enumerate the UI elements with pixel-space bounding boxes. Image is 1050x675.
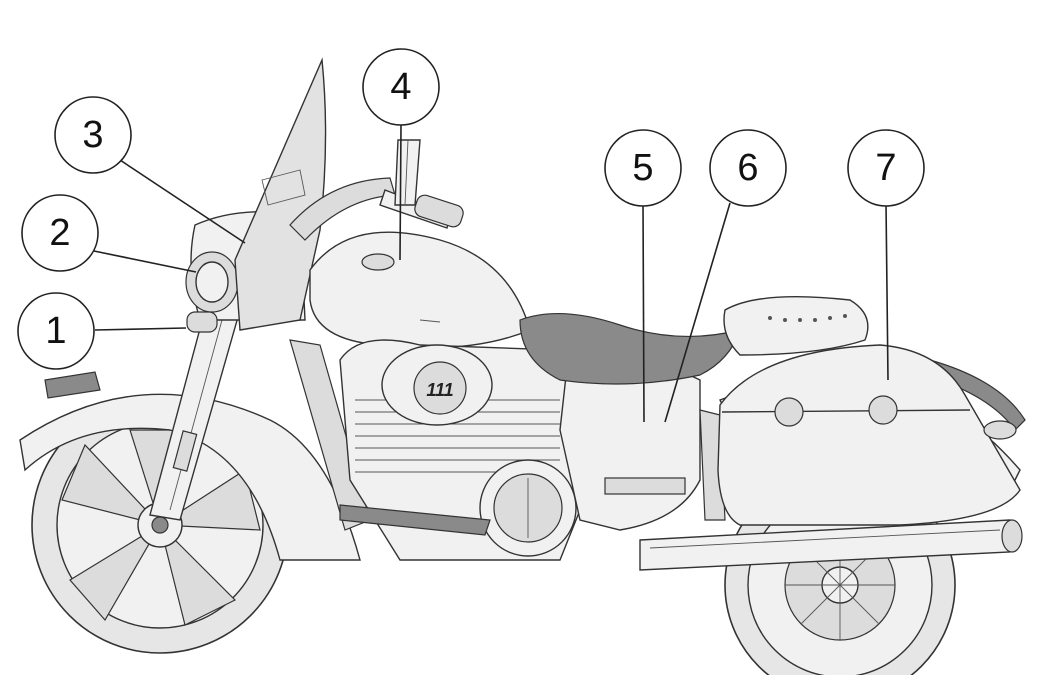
windshield: [234, 57, 327, 331]
callout-6: 6: [709, 129, 787, 207]
front-light-bar: [44, 371, 101, 399]
front-fender: [19, 393, 361, 561]
saddlebag: [717, 344, 1021, 526]
fuel-tank: [309, 231, 531, 349]
engine-emblem-text: 111: [426, 380, 453, 400]
leader-line-4: [399, 124, 402, 261]
passenger-floorboard: [604, 477, 686, 495]
leader-line-3: [119, 159, 246, 244]
windshield-bracket: [261, 169, 306, 206]
callout-2-label: 2: [49, 212, 70, 254]
leader-line-6: [664, 202, 731, 423]
callout-4-label: 4: [390, 66, 411, 108]
callout-3-label: 3: [82, 114, 103, 156]
floorboard: [339, 504, 491, 536]
leader-line-1: [94, 327, 187, 331]
callout-7: 7: [847, 129, 925, 207]
engine: [339, 339, 601, 561]
exhaust-pipe: [639, 519, 1023, 571]
front-wheel: [31, 396, 289, 654]
leader-line-2: [93, 250, 197, 273]
callout-5-label: 5: [632, 147, 653, 189]
callout-5: 5: [604, 129, 682, 207]
callout-1-label: 1: [45, 310, 66, 352]
callout-3: 3: [54, 96, 132, 174]
rear-turn-signal: [983, 420, 1017, 440]
leader-line-5: [642, 202, 645, 423]
callout-6-label: 6: [737, 147, 758, 189]
callout-1: 1: [17, 292, 95, 370]
seat: [519, 295, 869, 385]
callout-4: 4: [362, 48, 440, 126]
callout-7-label: 7: [875, 147, 896, 189]
callout-2: 2: [21, 194, 99, 272]
leader-lines: [93, 124, 889, 423]
leader-line-7: [885, 202, 889, 381]
